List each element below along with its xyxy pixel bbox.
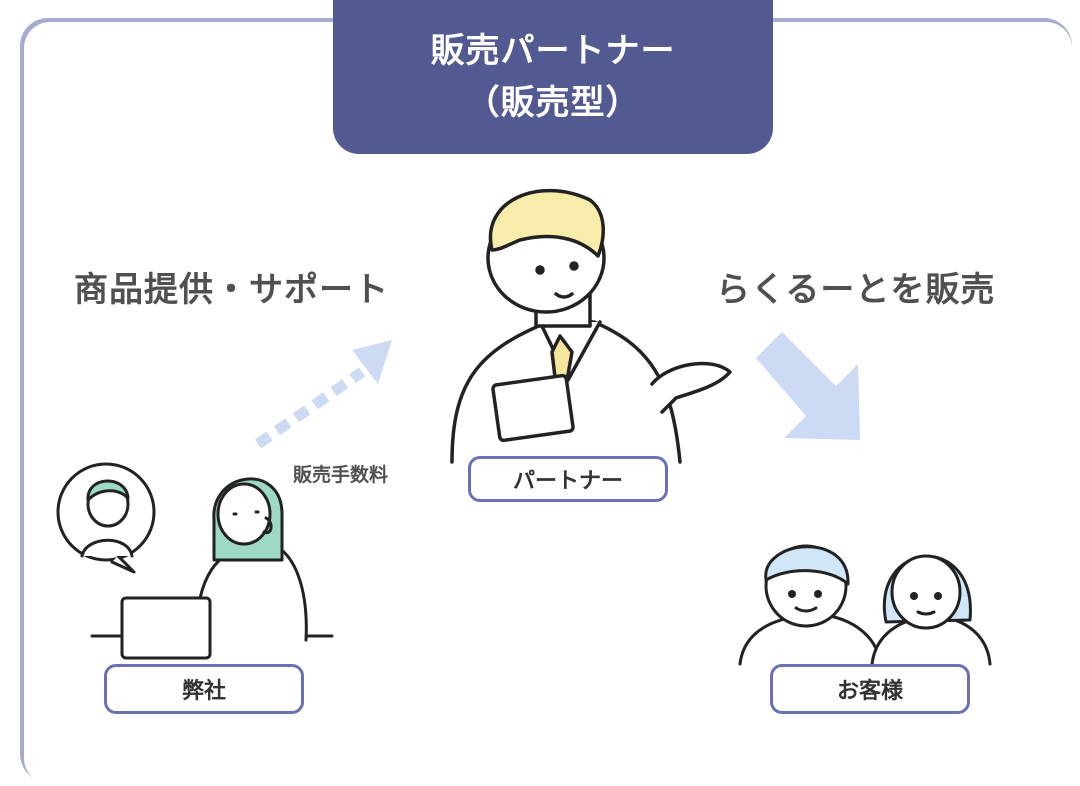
- partner-label-box: パートナー: [468, 456, 668, 502]
- title-banner: 販売パートナー （販売型）: [333, 0, 773, 154]
- partner-figure-icon: [450, 188, 732, 464]
- operator-figure-icon: [56, 462, 334, 660]
- customers-figure-icon: [738, 544, 992, 666]
- sales-heading: らくるーとを販売: [716, 270, 996, 310]
- commission-label: 販売手数料: [293, 464, 389, 486]
- company-label-box: 弊社: [104, 664, 304, 714]
- commission-arrow: [254, 340, 392, 449]
- sales-arrow: [756, 332, 860, 440]
- title-line-2: （販売型）: [465, 83, 641, 123]
- title-line-1: 販売パートナー: [430, 31, 676, 71]
- customers-label-box: お客様: [770, 664, 970, 714]
- support-heading: 商品提供・サポート: [74, 270, 389, 310]
